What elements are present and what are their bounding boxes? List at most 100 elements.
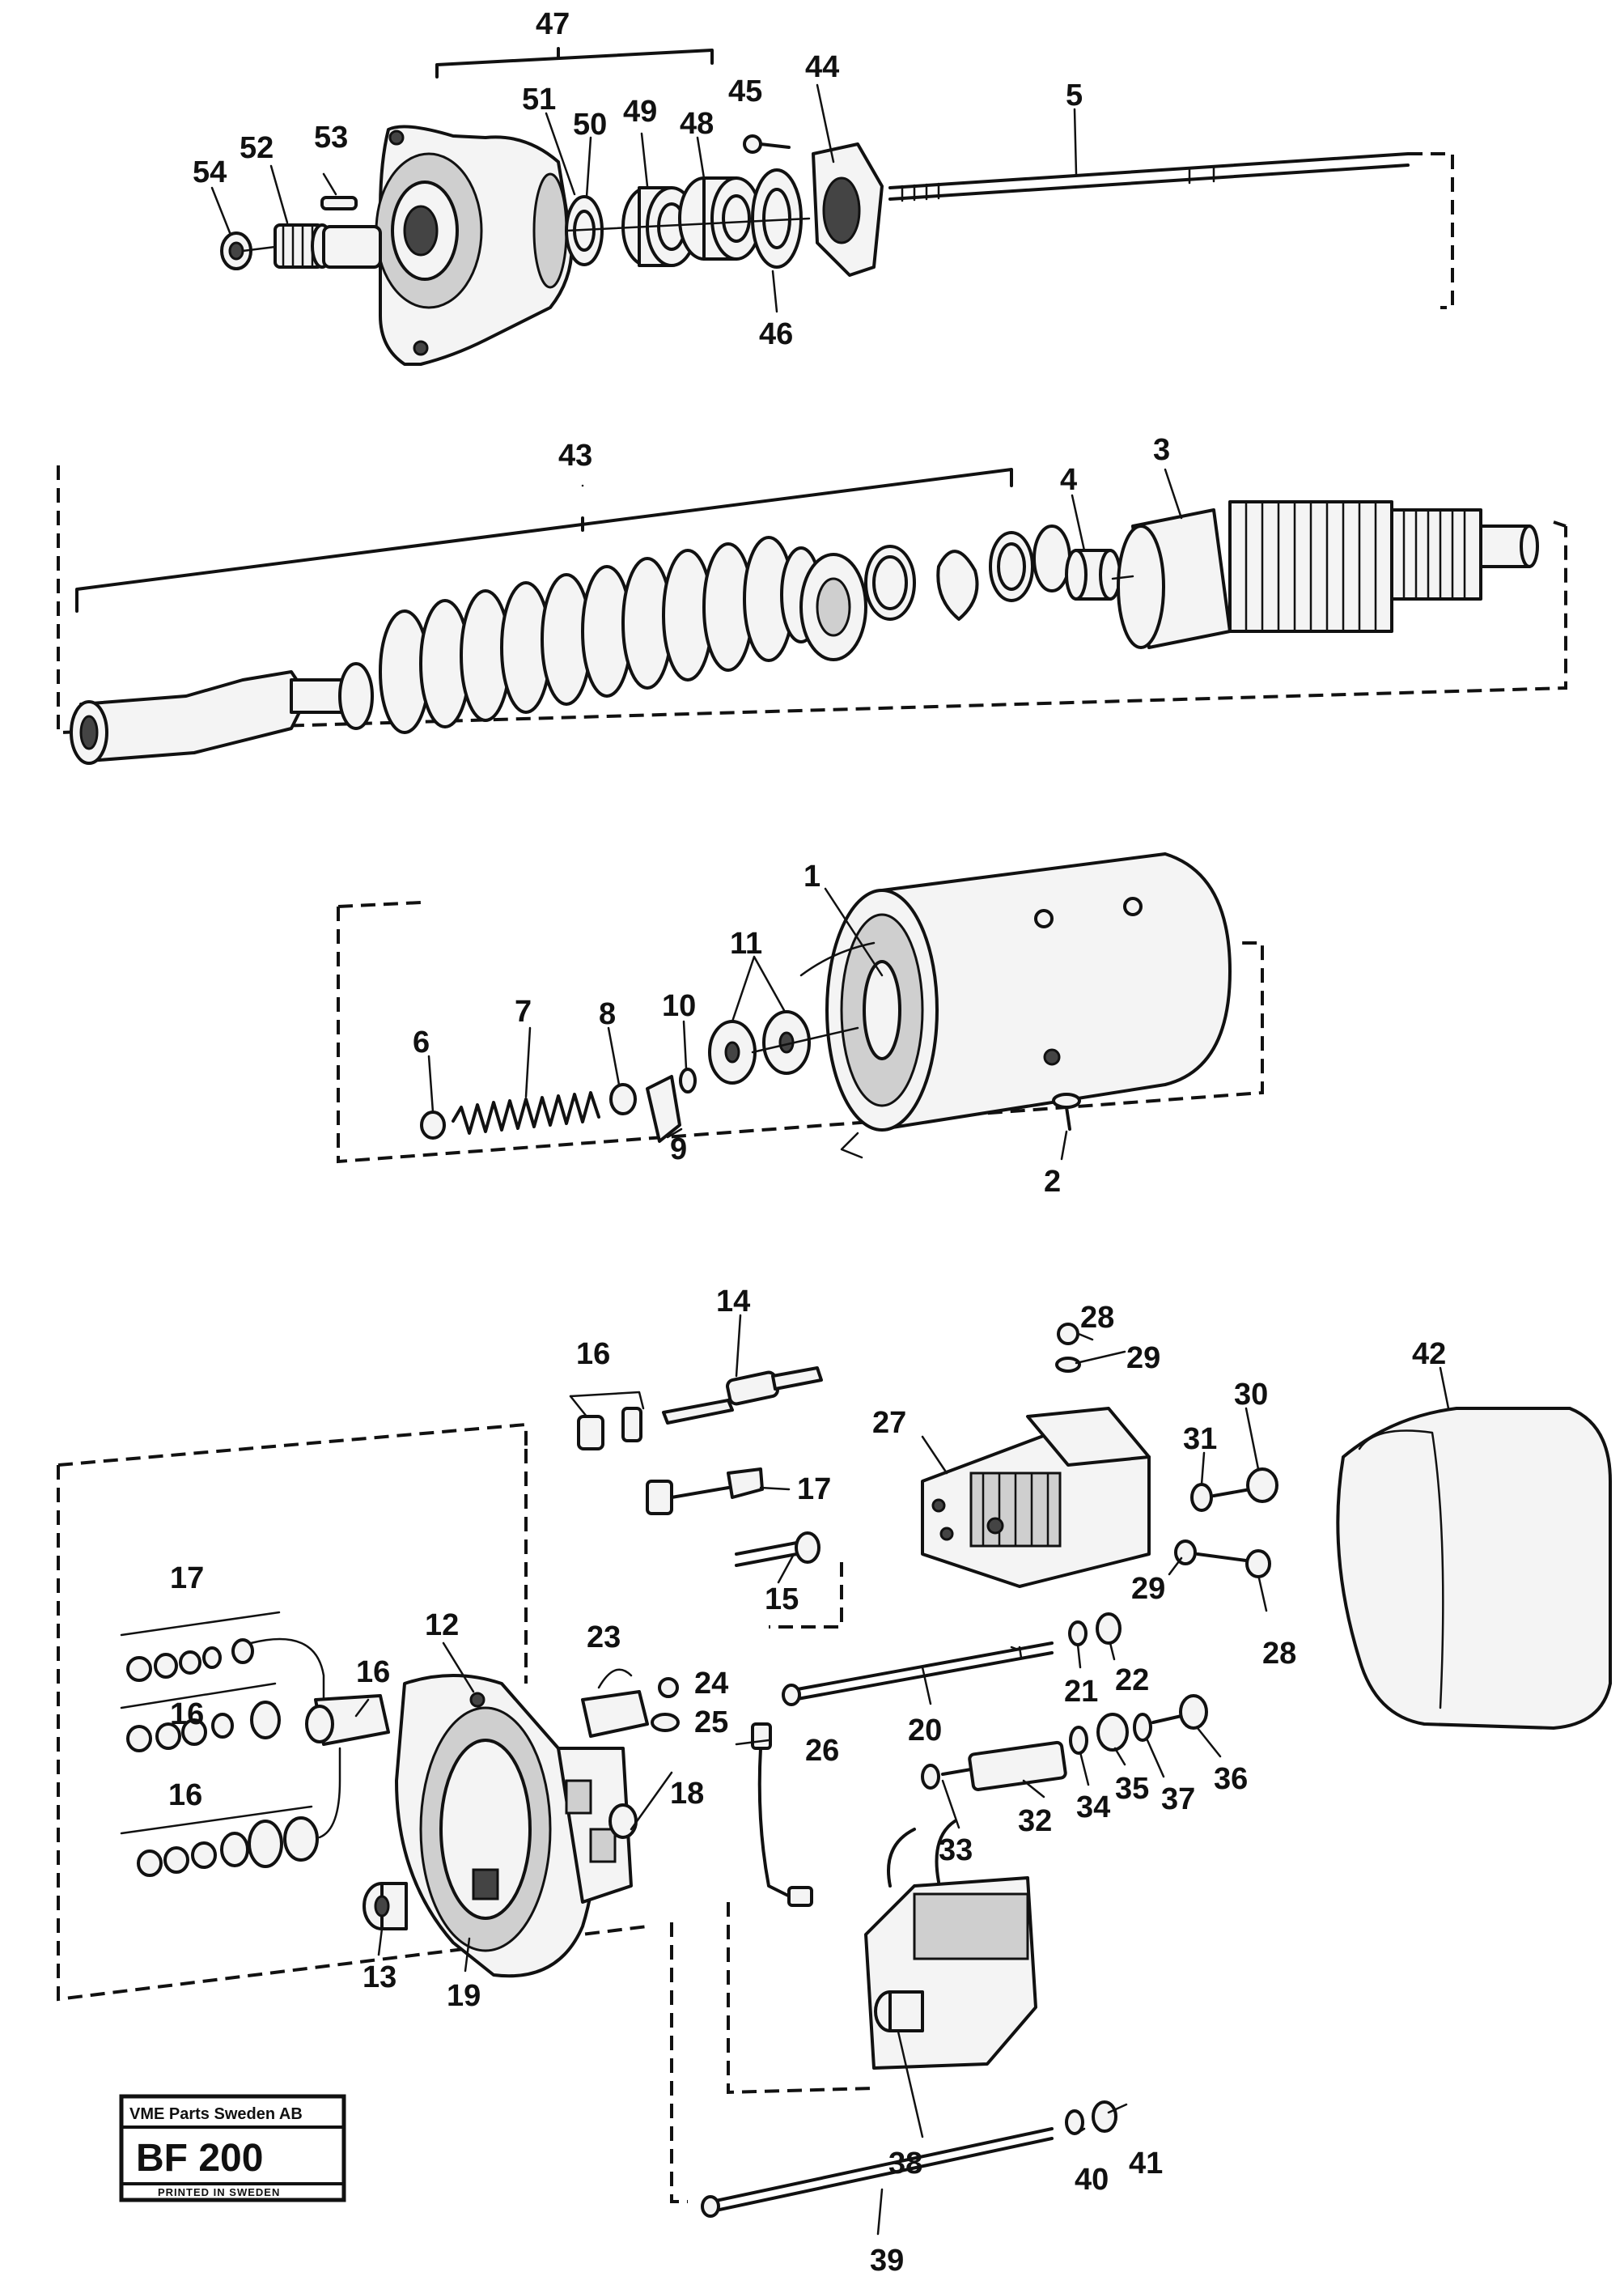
label-24: 24 [694, 1667, 728, 1701]
drive-sleeve [70, 670, 358, 765]
label-16-side: 16 [356, 1655, 390, 1689]
terminal-14 [662, 1366, 823, 1425]
label-51: 51 [522, 83, 556, 117]
key-53 [320, 196, 358, 210]
label-42: 42 [1412, 1337, 1446, 1371]
drive-assembly-group [57, 465, 1567, 765]
screw-28-top [1057, 1323, 1079, 1345]
label-18: 18 [670, 1777, 704, 1811]
label-31: 31 [1183, 1422, 1217, 1456]
washer-25 [651, 1713, 680, 1732]
washer-29-top [1055, 1357, 1081, 1373]
nut-22 [1096, 1612, 1122, 1645]
field-frame-group [337, 852, 1264, 1164]
screw-28-bottom [1196, 1549, 1271, 1578]
bushing-4 [1065, 549, 1122, 601]
label-28-top: 28 [1080, 1301, 1114, 1335]
label-29-bottom: 29 [1131, 1572, 1165, 1606]
label-25: 25 [694, 1705, 728, 1739]
spacer-8 [609, 1083, 637, 1115]
washer-stack-17 [120, 1611, 281, 1682]
nut-30 [1212, 1467, 1278, 1503]
label-21: 21 [1064, 1675, 1098, 1709]
label-9: 9 [670, 1132, 687, 1166]
label-39: 39 [870, 2244, 904, 2278]
label-4: 4 [1060, 463, 1077, 497]
label-17-right: 17 [797, 1472, 831, 1506]
label-22: 22 [1115, 1663, 1149, 1697]
commutator-end-group [57, 1323, 1612, 2218]
washer-40 [1065, 2109, 1084, 2135]
label-43: 43 [558, 439, 592, 473]
label-32: 32 [1018, 1804, 1052, 1838]
stamp-company: VME Parts Sweden AB [129, 2105, 303, 2123]
label-34: 34 [1076, 1790, 1110, 1824]
label-13: 13 [363, 1960, 396, 1994]
sleeve-32 [941, 1740, 1067, 1791]
spring-clip [936, 550, 979, 621]
stamp-printed: PRINTED IN SWEDEN [158, 2186, 280, 2198]
label-29-top: 29 [1126, 1341, 1160, 1375]
solenoid-27 [921, 1407, 1151, 1588]
label-10: 10 [662, 989, 696, 1023]
label-35: 35 [1115, 1772, 1149, 1806]
label-46: 46 [759, 317, 793, 351]
label-11: 11 [730, 927, 762, 961]
rod-39 [701, 2127, 1054, 2218]
commutator-end-housing-12 [395, 1674, 633, 1978]
stamp-code: BF 200 [136, 2137, 263, 2180]
nut-35 [1096, 1713, 1129, 1752]
washer-37 [1133, 1713, 1152, 1742]
label-16-top: 16 [576, 1337, 610, 1371]
screw-36 [1151, 1694, 1208, 1730]
label-38: 38 [888, 2147, 922, 2181]
label-33: 33 [939, 1833, 973, 1867]
label-8: 8 [599, 997, 616, 1031]
label-16-low: 16 [168, 1778, 202, 1812]
label-48: 48 [680, 107, 714, 141]
label-17-left: 17 [170, 1561, 204, 1595]
through-bolt-5 [888, 152, 1410, 202]
label-2: 2 [1044, 1165, 1061, 1199]
label-5: 5 [1066, 79, 1083, 113]
clutch-plates [338, 536, 822, 734]
label-7: 7 [515, 995, 532, 1029]
label-52: 52 [240, 131, 273, 165]
washer-stack-16a [120, 1682, 281, 1752]
washer-21 [1068, 1620, 1088, 1646]
screw-24 [658, 1677, 679, 1698]
label-28-bottom: 28 [1262, 1637, 1296, 1671]
label-54: 54 [193, 155, 227, 189]
label-50: 50 [573, 108, 607, 142]
spring-7 [452, 1091, 600, 1135]
label-53: 53 [314, 121, 348, 155]
terminal-17 [646, 1467, 764, 1515]
label-44: 44 [805, 50, 839, 84]
washer-6 [420, 1111, 446, 1140]
label-20: 20 [908, 1714, 942, 1748]
label-45: 45 [728, 74, 762, 108]
nut-54 [220, 231, 252, 270]
label-47: 47 [536, 7, 570, 41]
label-19: 19 [447, 1979, 481, 2013]
label-36: 36 [1214, 1762, 1248, 1796]
brush-holder-23 [581, 1668, 649, 1738]
label-12: 12 [425, 1608, 459, 1642]
bushing-18 [608, 1803, 638, 1839]
label-16-mid: 16 [170, 1697, 204, 1731]
drive-end-housing-group [220, 47, 1454, 366]
label-23: 23 [587, 1620, 621, 1654]
screw-2 [1052, 1093, 1081, 1131]
insulator-16-top [577, 1415, 604, 1450]
washer-31 [1190, 1483, 1213, 1512]
cover-42 [1336, 1407, 1612, 1730]
label-49: 49 [623, 95, 657, 129]
publisher-stamp: VME Parts Sweden AB BF 200 PRINTED IN SW… [119, 2094, 346, 2202]
washer-33 [921, 1764, 940, 1790]
washer-stack-16b [120, 1805, 319, 1877]
label-40: 40 [1075, 2163, 1109, 2197]
leader-lines [210, 83, 1450, 2236]
rod-20 [782, 1641, 1054, 1706]
relay-38 [864, 1820, 1037, 2070]
